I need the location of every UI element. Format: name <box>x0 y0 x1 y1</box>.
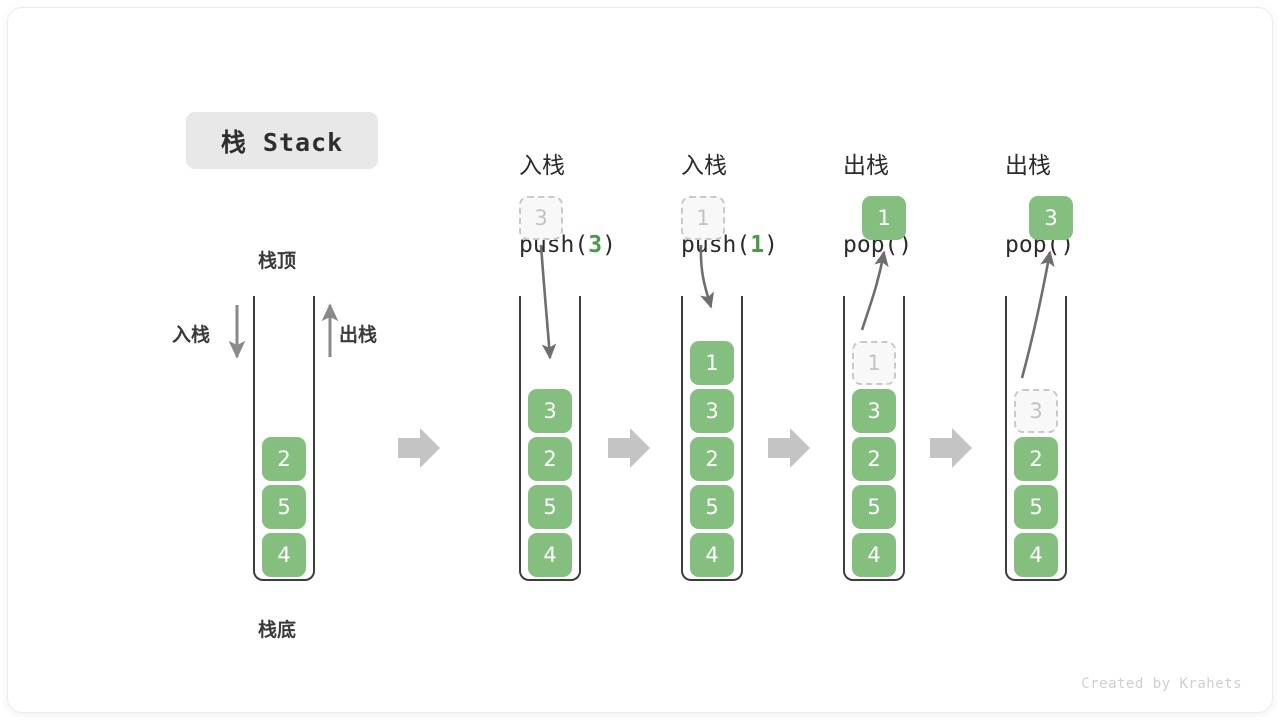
stack-cell: 2 <box>262 437 306 481</box>
stack-cell: 1 <box>690 341 734 385</box>
float-box-pop-1: 1 <box>862 196 906 240</box>
stack-cell: 3 <box>690 389 734 433</box>
stack-walls <box>253 296 315 581</box>
stack-top-label: 栈顶 <box>258 250 297 272</box>
stack-cell: 3 <box>528 389 572 433</box>
stack-cell: 5 <box>262 485 306 529</box>
stack-walls <box>1005 296 1067 581</box>
code-arg: 1 <box>750 232 765 259</box>
column-header-cn: 入栈 <box>681 153 727 180</box>
pop-direction-label: 出栈 <box>339 324 378 346</box>
stack-bottom-label: 栈底 <box>258 619 297 641</box>
stack-cell: 4 <box>852 533 896 577</box>
diagram-title-badge: 栈 Stack <box>186 112 378 169</box>
stack-cell: 2 <box>528 437 572 481</box>
stack-cell: 2 <box>690 437 734 481</box>
stack-cell: 4 <box>262 533 306 577</box>
stack-cell: 4 <box>528 533 572 577</box>
watermark: Created by Krahets <box>1081 676 1242 692</box>
column-header-cn: 入栈 <box>519 153 565 180</box>
stack-walls <box>519 296 581 581</box>
stack-walls <box>843 296 905 581</box>
code-suffix: ) <box>898 232 913 259</box>
push-direction-label: 入栈 <box>172 324 211 346</box>
code-arg: 3 <box>588 232 603 259</box>
float-box-pop-3: 3 <box>1029 196 1073 240</box>
stack-cell: 3 <box>1014 389 1058 433</box>
column-header-cn: 出栈 <box>843 153 889 180</box>
stack-cell: 5 <box>852 485 896 529</box>
stack-cell: 5 <box>528 485 572 529</box>
float-box-push-3: 3 <box>519 196 563 240</box>
stack-cell: 5 <box>1014 485 1058 529</box>
stack-cell: 5 <box>690 485 734 529</box>
stack-cell: 2 <box>852 437 896 481</box>
column-header-cn: 出栈 <box>1005 153 1051 180</box>
stack-cell: 2 <box>1014 437 1058 481</box>
stack-cell: 1 <box>852 341 896 385</box>
stack-cell: 4 <box>690 533 734 577</box>
stack-cell: 4 <box>1014 533 1058 577</box>
code-suffix: ) <box>602 232 616 259</box>
stack-cell: 3 <box>852 389 896 433</box>
float-box-push-1: 1 <box>681 196 725 240</box>
stack-walls <box>681 296 743 581</box>
code-suffix: ) <box>764 232 778 259</box>
